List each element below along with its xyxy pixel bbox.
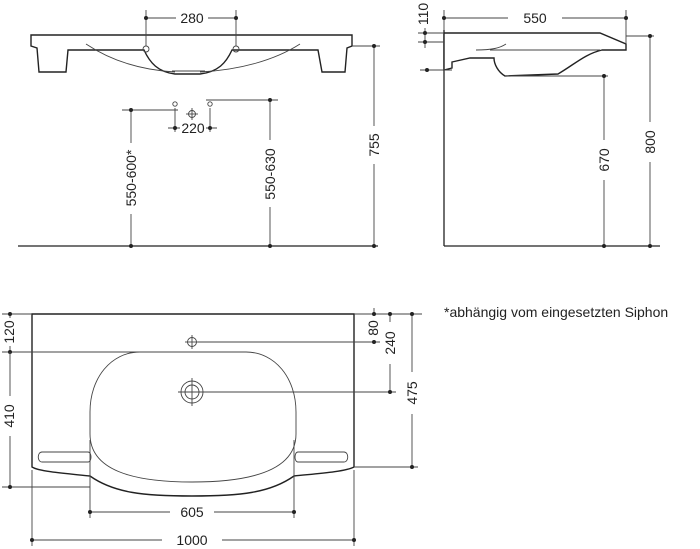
dim-800-label: 800 bbox=[642, 130, 658, 154]
dim-800-tick-top bbox=[648, 34, 652, 38]
dim-120-label: 120 bbox=[1, 320, 17, 344]
footnote: *abhängig vom eingesetzten Siphon bbox=[444, 304, 669, 320]
dim-550-630-tick-top bbox=[268, 98, 272, 102]
side-view: 110 550 800 670 bbox=[415, 3, 660, 248]
dim-1000-tick-right bbox=[352, 538, 356, 542]
dim-240-tick-bottom bbox=[388, 390, 392, 394]
dim-605-tick-left bbox=[88, 510, 92, 514]
dim-280-tick-left bbox=[144, 16, 148, 20]
dim-475-tick-bottom bbox=[410, 465, 414, 469]
dim-1000-tick-left bbox=[30, 538, 34, 542]
wall-connection-left bbox=[172, 101, 178, 107]
top-grip-right bbox=[294, 451, 349, 463]
dim-280-tick-right bbox=[234, 16, 238, 20]
dim-220-tick-left bbox=[173, 126, 177, 130]
dim-670-tick-bottom bbox=[602, 244, 606, 248]
dim-755-tick-top bbox=[372, 44, 376, 48]
dim-220-label: 220 bbox=[181, 120, 205, 136]
dim-110-tick-bottom bbox=[423, 40, 427, 44]
dim-240-tick-top bbox=[388, 312, 392, 316]
dim-755-tick-bottom bbox=[372, 244, 376, 248]
dim-80-tick-top bbox=[372, 312, 376, 316]
dim-120-bg bbox=[1, 318, 17, 346]
dim-550-600-label: 550-600* bbox=[123, 149, 139, 206]
dim-800-tick-bottom bbox=[648, 244, 652, 248]
dim-550-tick-left bbox=[442, 16, 446, 20]
dim-410-tick-bottom bbox=[8, 485, 12, 489]
dim-80-bg bbox=[364, 316, 380, 340]
dim-220-bg bbox=[180, 121, 206, 135]
dim-605-label: 605 bbox=[180, 504, 204, 520]
dim-475-label: 475 bbox=[404, 381, 420, 405]
dim-670-tick-top bbox=[602, 74, 606, 78]
dim-605-tick-right bbox=[292, 510, 296, 514]
dim-240-label: 240 bbox=[382, 331, 398, 355]
dim-475-tick-top bbox=[410, 312, 414, 316]
side-sink-body bbox=[443, 32, 627, 77]
dim-550-label: 550 bbox=[523, 10, 547, 26]
top-sink-outline bbox=[31, 313, 355, 497]
dim-1000-label: 1000 bbox=[176, 532, 207, 548]
dim-280-label: 280 bbox=[180, 10, 204, 26]
front-bowl-curve-right bbox=[199, 43, 301, 73]
side-bowl-curve bbox=[475, 43, 507, 51]
dim-80-label: 80 bbox=[365, 320, 381, 336]
dim-110-tick-top bbox=[423, 31, 427, 35]
dim-550-630-tick-bottom bbox=[268, 244, 272, 248]
dim-410-label: 410 bbox=[1, 404, 17, 428]
front-view: 280 220 550-600* 550-630 bbox=[18, 10, 382, 248]
dim-550-630-label: 550-630 bbox=[262, 148, 278, 200]
dim-220-tick-right bbox=[208, 126, 212, 130]
front-sink-body bbox=[30, 34, 353, 75]
dim-80-tick-bottom bbox=[372, 340, 376, 344]
top-bowl-outline bbox=[89, 351, 297, 483]
wall-connection-right bbox=[207, 101, 213, 107]
dim-550-600-tick-bottom bbox=[129, 244, 133, 248]
dim-550-600-tick-top bbox=[129, 108, 133, 112]
dim-670-tick-left bbox=[425, 68, 429, 72]
dim-110-label: 110 bbox=[415, 3, 431, 26]
dim-120-tick-top bbox=[8, 312, 12, 316]
top-view: 120 410 80 240 475 6 bbox=[1, 308, 422, 548]
dim-550-tick-right bbox=[624, 16, 628, 20]
front-bowl-curve-left bbox=[85, 43, 176, 73]
dim-670-label: 670 bbox=[596, 148, 612, 172]
dim-755-label: 755 bbox=[366, 133, 382, 157]
